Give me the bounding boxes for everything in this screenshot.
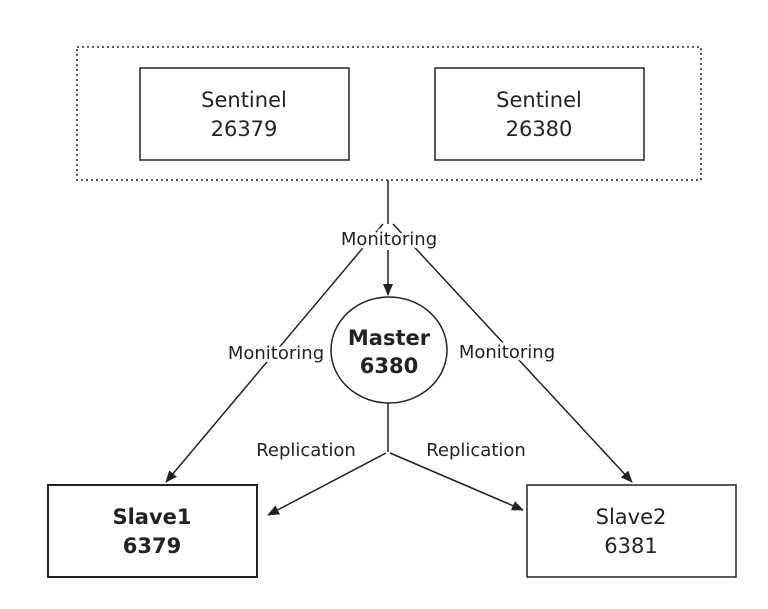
- slave1-title: Slave1: [112, 505, 191, 529]
- slave2-port: 6381: [604, 534, 657, 558]
- slave1-box: [47, 484, 258, 578]
- monitoring-center-label: Monitoring: [341, 229, 437, 250]
- master-node: Master 6380: [330, 296, 448, 404]
- replication-slave2-arrow: [389, 452, 524, 511]
- monitoring-slave1-arrow: [165, 223, 384, 483]
- sentinel-box-1: [139, 67, 350, 161]
- sentinel-node-2: Sentinel 26380: [434, 67, 645, 161]
- slave2-title: Slave2: [596, 505, 667, 529]
- master-port: 6380: [360, 354, 418, 378]
- sentinel-box-2: [434, 67, 645, 161]
- monitoring-slave2-arrow: [392, 223, 633, 483]
- master-ellipse: [330, 296, 448, 404]
- sentinel-2-title: Sentinel: [496, 88, 582, 112]
- sentinel-2-port: 26380: [506, 117, 573, 141]
- slave2-box: [526, 484, 737, 578]
- replication-right-label: Replication: [426, 440, 526, 461]
- monitoring-left-label: Monitoring: [228, 343, 324, 364]
- master-title: Master: [348, 326, 431, 350]
- slave1-port: 6379: [123, 534, 181, 558]
- slave2-node: Slave2 6381: [526, 484, 737, 578]
- sentinel-node-1: Sentinel 26379: [139, 67, 350, 161]
- slave1-node: Slave1 6379: [47, 484, 258, 578]
- sentinel-group-box: [76, 46, 702, 181]
- monitoring-right-label: Monitoring: [459, 342, 555, 363]
- replication-slave1-arrow: [267, 452, 387, 516]
- replication-left-label: Replication: [256, 440, 356, 461]
- sentinel-1-title: Sentinel: [201, 88, 287, 112]
- sentinel-1-port: 26379: [211, 117, 278, 141]
